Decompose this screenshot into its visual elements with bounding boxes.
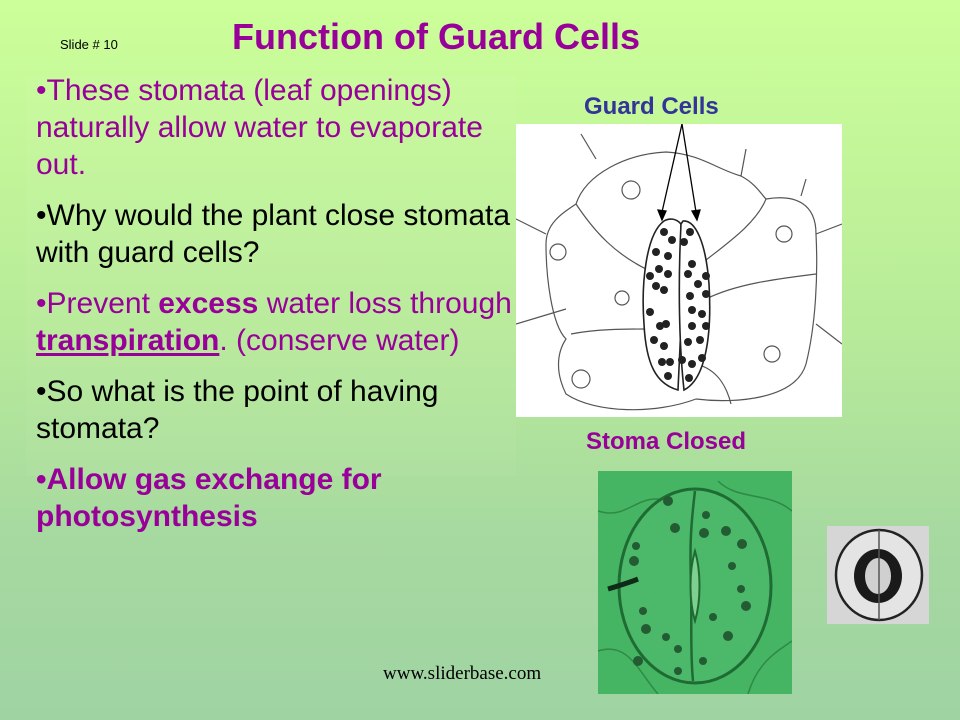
emphasis-transpiration: transpiration <box>36 324 220 357</box>
bullet-text: Why would the plant close stomata with g… <box>36 199 511 269</box>
bullet-marker: • <box>36 199 47 232</box>
stoma-closeup-icon <box>827 526 929 624</box>
source-credit: www.sliderbase.com <box>383 663 542 684</box>
bullet-list: •These stomata (leaf openings) naturally… <box>36 72 516 549</box>
bullet-marker: • <box>36 463 47 496</box>
bullet-text: . (conserve water) <box>219 324 460 357</box>
bullet-marker: • <box>36 287 47 320</box>
bullet-evaporate: •These stomata (leaf openings) naturally… <box>36 72 516 183</box>
bullet-text: water loss through <box>258 287 512 320</box>
bullet-gas-exchange: •Allow gas exchange for photosynthesis <box>36 461 516 535</box>
bullet-prevent-loss: •Prevent excess water loss through trans… <box>36 285 516 359</box>
slide-number: Slide # 10 <box>60 37 118 52</box>
bullet-text: Allow gas exchange for photosynthesis <box>36 463 382 533</box>
bullet-marker: • <box>36 375 47 408</box>
bullet-point-of-stomata: •So what is the point of having stomata? <box>36 373 516 447</box>
bullet-why-close: •Why would the plant close stomata with … <box>36 197 516 271</box>
bullet-text: So what is the point of having stomata? <box>36 375 439 445</box>
guard-cells-diagram <box>515 123 843 417</box>
bullet-text: These stomata (leaf openings) naturally … <box>36 74 483 181</box>
slide-title: Function of Guard Cells <box>232 16 641 57</box>
stomata-diagram-icon <box>515 123 843 411</box>
emphasis-excess: excess <box>158 287 259 320</box>
guard-cells-label: Guard Cells <box>584 93 719 120</box>
stoma-micrograph-gray <box>827 526 929 624</box>
stoma-closed-label: Stoma Closed <box>586 428 747 455</box>
stoma-photo-icon <box>598 471 792 694</box>
bullet-text: Prevent <box>46 287 159 320</box>
stoma-micrograph-green <box>598 471 792 694</box>
text-panel <box>26 76 516 476</box>
bullet-marker: • <box>36 74 47 107</box>
